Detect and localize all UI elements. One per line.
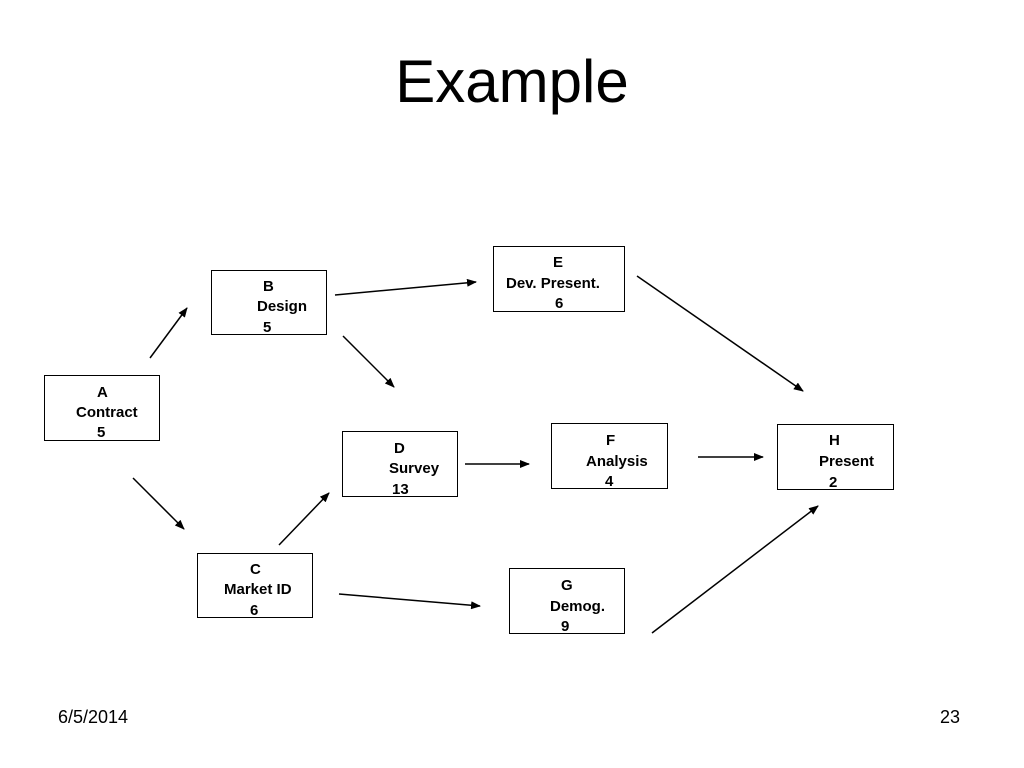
- node-activity-name: Dev. Present.: [506, 275, 600, 292]
- node-letter: H: [829, 432, 840, 449]
- slide-page-number: 23: [940, 707, 961, 727]
- node-duration: 2: [829, 474, 838, 491]
- node-letter: E: [553, 254, 564, 271]
- node-activity-name: Survey: [389, 460, 440, 477]
- node-letter: D: [394, 440, 405, 457]
- node-activity-name: Present: [819, 453, 875, 470]
- node-g-demog: G Demog. 9: [509, 568, 625, 635]
- node-activity-name: Market ID: [224, 581, 292, 598]
- node-activity-name: Analysis: [586, 453, 648, 470]
- arrow-g-to-h: [651, 505, 819, 634]
- arrow-b-to-e: [334, 278, 477, 296]
- arrow-c-to-d: [278, 492, 330, 546]
- node-activity-name: Demog.: [550, 598, 606, 615]
- node-e-dev-present: E Dev. Present. 6: [493, 246, 625, 312]
- arrow-c-to-g: [338, 593, 481, 610]
- node-duration: 5: [263, 319, 272, 336]
- arrow-a-to-c: [132, 477, 185, 530]
- node-duration: 6: [555, 295, 564, 312]
- node-letter: A: [97, 384, 108, 401]
- arrow-a-to-b: [149, 307, 188, 359]
- node-duration: 9: [561, 618, 570, 635]
- node-duration: 13: [392, 481, 409, 498]
- node-duration: 4: [605, 473, 614, 490]
- node-letter: C: [250, 561, 261, 578]
- node-letter: B: [263, 278, 274, 295]
- node-duration: 6: [250, 602, 259, 619]
- arrow-b-to-d: [342, 335, 395, 388]
- node-duration: 5: [97, 424, 106, 441]
- slide-date: 6/5/2014: [58, 707, 129, 727]
- node-activity-name: Contract: [76, 404, 138, 421]
- node-d-survey: D Survey 13: [342, 431, 458, 498]
- node-c-market-id: C Market ID 6: [197, 553, 313, 619]
- node-letter: F: [606, 432, 616, 449]
- node-f-analysis: F Analysis 4: [551, 423, 668, 490]
- node-h-present: H Present 2: [777, 424, 894, 491]
- node-a-contract: A Contract 5: [44, 375, 160, 441]
- node-activity-name: Design: [257, 298, 308, 315]
- slide-title: Example: [395, 48, 629, 115]
- node-letter: G: [561, 577, 573, 594]
- node-b-design: B Design 5: [211, 270, 327, 336]
- arrow-e-to-h: [636, 275, 804, 392]
